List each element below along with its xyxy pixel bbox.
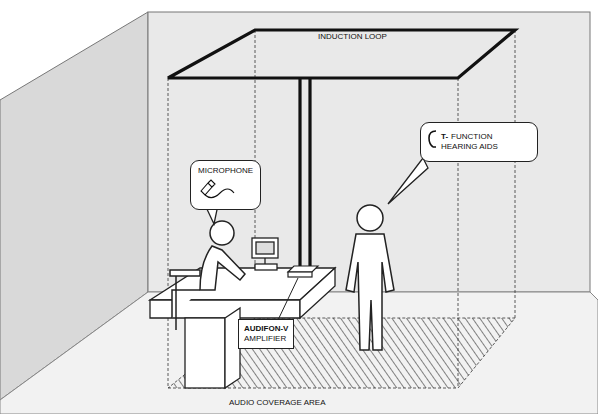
induction-loop [168,30,515,270]
node-text: FUNCTION HEARING AIDS [441,132,498,151]
desk [150,268,335,388]
coverage-lines [168,30,515,388]
text-label: INDUCTION LOOP [318,32,387,42]
node-text: MICROPHONE [198,166,253,176]
standing-person [346,205,394,350]
node-text: AMPLIFIER [244,334,288,344]
text-label: AUDIO COVERAGE AREA [226,398,328,408]
coverage-hatch [168,318,515,388]
seated-person [170,221,245,330]
microphone-icon [198,179,238,201]
leader-line [278,278,298,320]
hearing-aid-icon [427,129,439,149]
callout-bubble: MICROPHONE [190,160,261,210]
callout-bubble: T-FUNCTION HEARING AIDS [420,122,538,162]
label-box: AUDIFON-VAMPLIFIER [238,319,294,349]
amplifier-device [288,266,318,277]
monitor [252,238,278,270]
node-text: AUDIFON-V [244,324,288,334]
floor [0,292,598,414]
node-text: T- [441,132,448,141]
